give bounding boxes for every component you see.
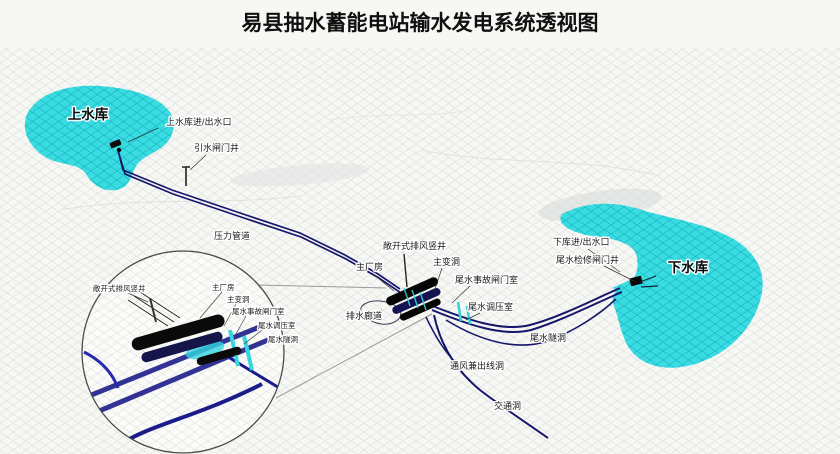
inset-side-gallery — [83, 350, 120, 389]
main-labels: 上水库上水库进/出水口引水闸门井压力管道敞开式排风竖井主厂房主变洞尾水事故闸门室… — [66, 105, 710, 413]
contour-line — [419, 149, 661, 177]
surge-shafts — [456, 301, 472, 325]
gate-chamber-cavern — [399, 298, 441, 321]
upper-reservoir-mesh — [24, 85, 174, 191]
terrain-shading — [230, 163, 370, 187]
leader-diversion-shaft — [189, 154, 207, 171]
vent-cable-tunnel-line — [425, 316, 461, 368]
label-tailrace-tunnel: 尾水隧洞 — [530, 332, 566, 343]
inset-label-open-vent-shaft: 敞开式排风竖井 — [93, 283, 146, 293]
contour-line — [329, 109, 471, 121]
label-open-vent-shaft: 敞开式排风竖井 — [383, 240, 446, 251]
upper-reservoir — [24, 85, 174, 191]
drainage-gallery-loop — [360, 300, 402, 325]
upper-reservoir-label: 上水库 — [68, 106, 109, 122]
upper-inlet-structure — [109, 139, 122, 149]
penstock-line-2 — [118, 153, 402, 294]
label-tailrace-maintenance-gate-shaft: 尾水检修闸门井 — [556, 254, 619, 265]
waterway-system — [117, 149, 623, 439]
magnifier-inset — [81, 250, 285, 454]
leader-upper-inlet — [127, 127, 159, 143]
leader-lower-inlet — [587, 248, 621, 273]
lower-inlet-structure — [629, 275, 643, 287]
tailrace-line-1 — [429, 287, 621, 329]
leader-drainage — [367, 309, 383, 317]
label-lower-inlet-outlet: 下库进/出水口 — [553, 236, 610, 247]
contour-line — [59, 195, 301, 211]
penstock-drops — [403, 287, 427, 311]
lower-reservoir-label: 下水库 — [668, 259, 709, 275]
magnifier-callout-lines — [257, 284, 433, 399]
lower-reservoir-mesh — [560, 203, 763, 368]
lower-reservoir — [560, 203, 763, 368]
tailrace-line-2 — [431, 291, 623, 334]
label-access-tunnel: 交通洞 — [494, 400, 521, 411]
label-tailrace-emergency-gate-chamber: 尾水事故闸门室 — [455, 274, 518, 285]
label-drainage-gallery: 排水廊道 — [346, 310, 382, 321]
inset-main-transformer-cavern — [141, 331, 223, 363]
callout-line-top — [257, 284, 387, 289]
lower-inlet-channels — [639, 275, 659, 288]
diagram-title: 易县抽水蓄能电站输水发电系统透视图 — [242, 11, 599, 35]
structures — [109, 139, 659, 325]
upper-inlet-dot — [116, 147, 122, 153]
inset-vent-shaft — [149, 297, 157, 323]
leader-emergency-gate — [451, 285, 471, 304]
label-pressure-pipeline: 压力管道 — [214, 230, 250, 241]
penstock-line-1 — [117, 149, 401, 290]
inset-leader-vent-shaft — [127, 292, 149, 303]
label-main-powerhouse: 主厂房 — [356, 261, 383, 272]
inset-main-powerhouse-cavern — [131, 314, 225, 351]
leader-maintenance-gate — [603, 265, 635, 282]
inset-label-tailrace-surge-chamber: 尾水调压室 — [258, 320, 296, 330]
inset-penstock-lines — [127, 291, 181, 327]
inset-label-main-transformer-cavern: 主变洞 — [227, 294, 250, 304]
leader-main-powerhouse — [371, 272, 395, 292]
leader-lines — [127, 127, 635, 321]
label-tailrace-surge-chamber: 尾水调压室 — [468, 301, 513, 312]
callout-line-bottom — [275, 313, 433, 399]
access-tunnel-line — [433, 314, 549, 439]
inset-label-tailrace-tunnel: 尾水隧洞 — [268, 334, 298, 344]
label-upper-inlet-outlet: 上水库进/出水口 — [166, 116, 232, 127]
leader-main-transformer — [433, 267, 443, 293]
inset-label-tailrace-emergency-gate-chamber: 尾水事故闸门室 — [232, 306, 285, 316]
leader-surge-chamber — [465, 312, 481, 321]
inset-leader-lines — [199, 291, 263, 345]
diversion-gate-shaft — [182, 166, 190, 186]
label-main-transformer-cavern: 主变洞 — [433, 256, 460, 267]
inset-gate-chamber-cavern — [196, 346, 242, 366]
tailrace-tunnel-line — [445, 298, 617, 346]
label-diversion-gate-shaft: 引水闸门井 — [194, 142, 239, 153]
inset-label-main-powerhouse: 主厂房 — [212, 282, 235, 292]
label-vent-cable-tunnel: 通风兼出线洞 — [450, 360, 504, 371]
inset-circle-outline — [81, 250, 285, 454]
vent-shaft — [403, 253, 408, 288]
main-transformer-cavern — [392, 287, 441, 314]
